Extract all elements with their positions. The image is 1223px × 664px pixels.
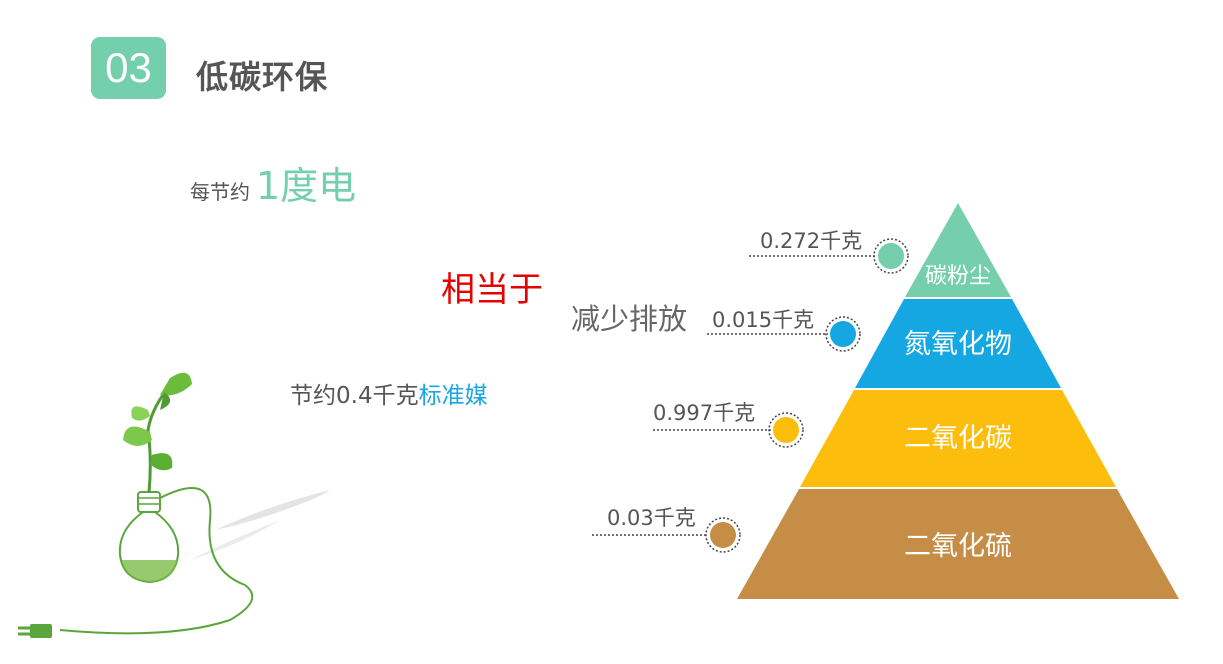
pyramid-label-dust: 碳粉尘 bbox=[925, 264, 991, 289]
callout-so2: 0.03千克 bbox=[592, 506, 741, 553]
pyramid-layer-co2 bbox=[800, 390, 1116, 487]
pyramid-layer-so2 bbox=[737, 489, 1179, 599]
coal-prefix: 节约0.4千克 bbox=[290, 383, 419, 409]
callout-nox: 0.015千克 bbox=[707, 308, 861, 352]
equivalent-label: 相当于 bbox=[441, 270, 543, 310]
pyramid-label-so2: 二氧化硫 bbox=[904, 531, 1012, 562]
pyramid-label-nox: 氮氧化物 bbox=[904, 329, 1012, 360]
coal-saving: 节约0.4千克标准媒 bbox=[290, 376, 488, 410]
marker-dot bbox=[773, 417, 799, 443]
value-label: 0.272千克 bbox=[760, 229, 862, 253]
marker-ring bbox=[873, 238, 909, 274]
coal-highlight: 标准媒 bbox=[418, 383, 488, 409]
value-label: 0.997千克 bbox=[653, 401, 755, 425]
value-label: 0.015千克 bbox=[712, 308, 814, 332]
reduce-emission-label: 减少排放 bbox=[571, 302, 688, 336]
marker-dot bbox=[878, 243, 904, 269]
plant-bulb-illustration bbox=[18, 372, 330, 638]
marker-ring bbox=[705, 517, 741, 553]
page-title: 低碳环保 bbox=[196, 58, 329, 96]
marker-ring bbox=[825, 316, 861, 352]
intro-highlight: 1度电 bbox=[256, 164, 357, 208]
marker-ring bbox=[768, 412, 804, 448]
section-number-badge: 03 bbox=[91, 37, 166, 99]
value-label: 0.03千克 bbox=[607, 506, 696, 530]
pyramid-label-co2: 二氧化碳 bbox=[904, 423, 1012, 454]
marker-dot bbox=[710, 522, 736, 548]
callout-co2: 0.997千克 bbox=[653, 401, 804, 448]
callout-dust: 0.272千克 bbox=[749, 229, 909, 274]
marker-dot bbox=[830, 321, 856, 347]
pyramid-layer-dust bbox=[905, 203, 1011, 297]
pyramid-layer-nox bbox=[855, 299, 1061, 388]
intro-prefix: 每节约 bbox=[190, 180, 250, 204]
